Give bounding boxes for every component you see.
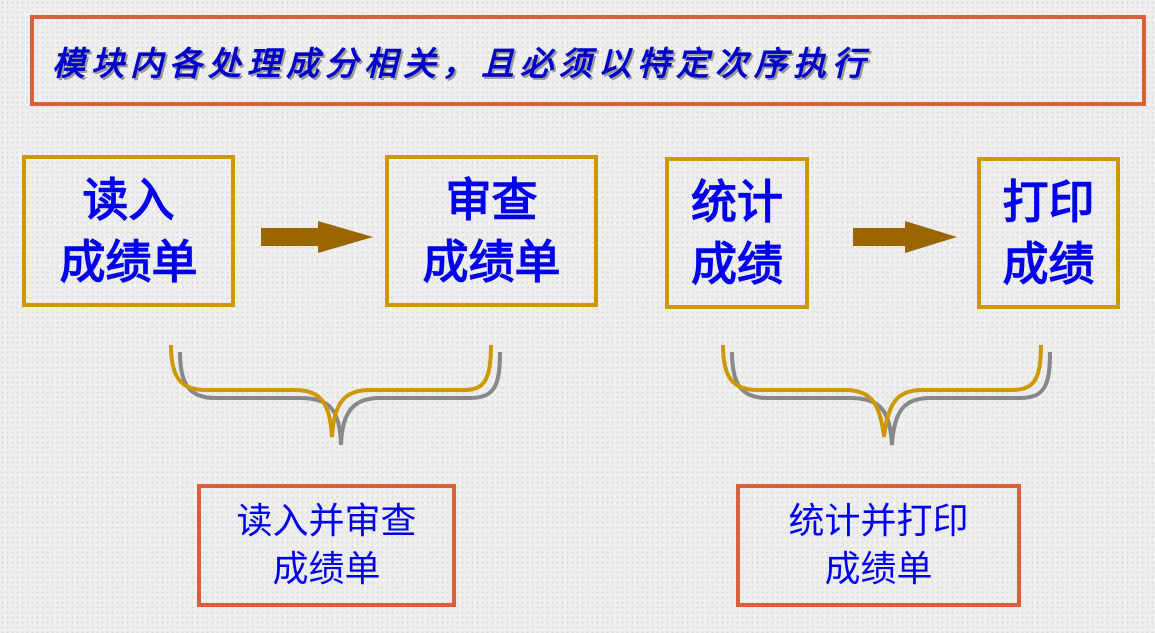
group-compute-and-print: 统计并打印 成绩单 xyxy=(736,484,1021,607)
step-label: 成绩单 xyxy=(422,235,561,289)
step-label: 读入 xyxy=(82,173,175,227)
brace-right xyxy=(721,344,1052,446)
group-label: 成绩单 xyxy=(272,548,381,590)
step-print-grades: 打印 成绩 xyxy=(977,157,1120,309)
group-read-and-review: 读入并审查 成绩单 xyxy=(197,484,456,607)
arrow-right-icon xyxy=(261,221,373,253)
step-label: 审查 xyxy=(445,173,538,227)
step-read-transcript: 读入 成绩单 xyxy=(22,155,235,307)
step-label: 打印 xyxy=(1002,175,1095,229)
group-label: 成绩单 xyxy=(824,548,933,590)
step-label: 成绩 xyxy=(691,237,783,291)
group-label: 统计并打印 xyxy=(788,500,969,542)
title-text: 模块内各处理成分相关，且必须以特定次序执行 xyxy=(52,43,871,83)
step-label: 统计 xyxy=(691,175,783,229)
step-compute-grades: 统计 成绩 xyxy=(665,157,809,309)
group-label: 读入并审查 xyxy=(236,500,417,542)
brace-left xyxy=(169,344,502,446)
arrow-right-icon xyxy=(853,221,957,253)
step-label: 成绩单 xyxy=(59,235,198,289)
title-banner: 模块内各处理成分相关，且必须以特定次序执行 xyxy=(30,15,1146,106)
step-review-transcript: 审查 成绩单 xyxy=(385,155,598,307)
step-label: 成绩 xyxy=(1002,237,1095,291)
